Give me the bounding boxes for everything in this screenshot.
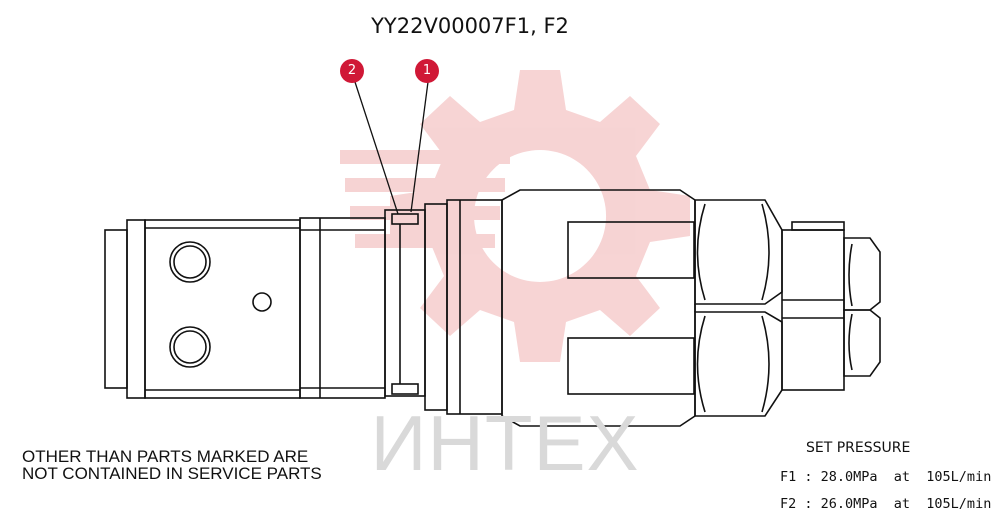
valve-outline bbox=[104, 189, 881, 427]
callout-leaders bbox=[354, 81, 429, 215]
service-parts-note: OTHER THAN PARTS MARKED ARE NOT CONTAINE… bbox=[22, 448, 402, 482]
callout-1[interactable]: 1 bbox=[415, 59, 439, 83]
watermark-text: ИНТЕХ bbox=[370, 399, 640, 487]
set-pressure-title: SET PRESSURE bbox=[806, 440, 911, 456]
drawing-title: YY22V00007F1, F2 bbox=[371, 14, 569, 38]
pressure-f1: F1 : 28.0MPa at 105L/min bbox=[780, 469, 992, 485]
pressure-f2: F2 : 26.0MPa at 105L/min bbox=[780, 496, 992, 512]
callout-2[interactable]: 2 bbox=[340, 59, 364, 83]
note-line-2: NOT CONTAINED IN SERVICE PARTS bbox=[22, 464, 322, 483]
note-line-1: OTHER THAN PARTS MARKED ARE bbox=[22, 447, 309, 466]
